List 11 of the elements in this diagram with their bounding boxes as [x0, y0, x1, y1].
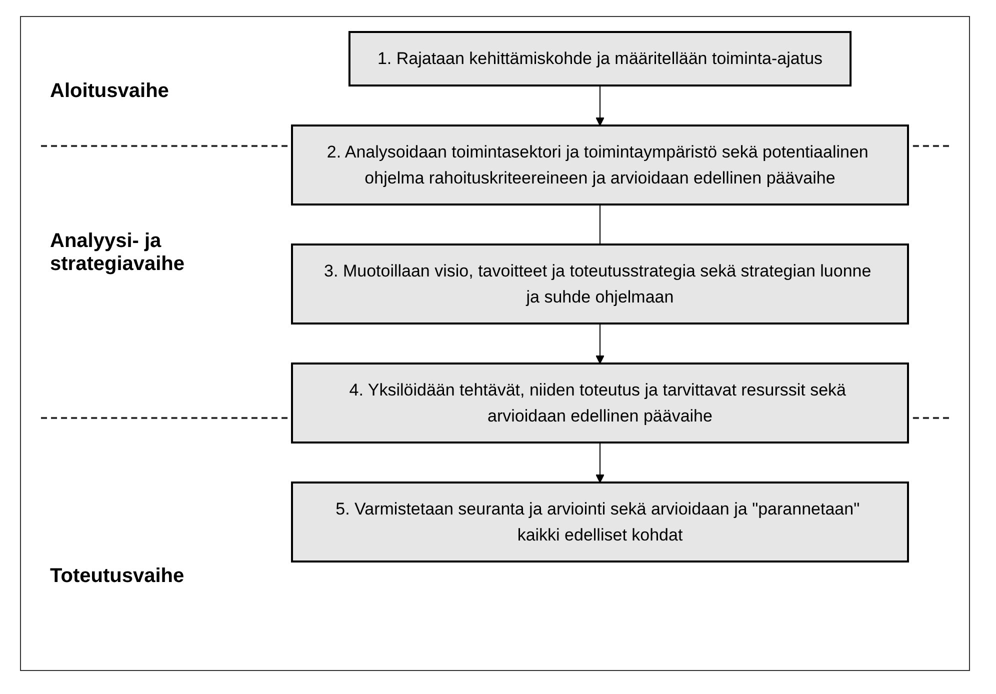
node-box: 1. Rajataan kehittämiskohde ja määritellään toiminta-ajatus — [348, 31, 852, 86]
node-box: 4. Yksilöidään tehtävät, niiden toteutus ja tarvittavat resurssit sekä arvioidaan edellinen päävaihe — [291, 362, 909, 444]
node-box: 3. Muotoillaan visio, tavoitteet ja toteutusstrategia sekä strategian luonne ja suhde ohjelmaan — [291, 244, 909, 324]
arrow — [596, 85, 604, 126]
arrow — [596, 442, 604, 483]
node-box: 5. Varmistetaan seuranta ja arviointi sekä arvioidaan ja "parannetaan" kaikki edelliset kohdat — [291, 482, 909, 562]
phase-label: Analyysi- ja strategiavaihe — [50, 230, 186, 276]
phase-label: Aloitusvaihe — [50, 80, 170, 103]
node-box: 2. Analysoidaan toimintasektori ja toimintaympäristö sekä potentiaalinen ohjelma rahoituskriteereineen ja arvioidaan edellinen päävaihe — [291, 124, 909, 206]
arrow — [596, 323, 604, 364]
phase-label: Toteutusvaihe — [50, 565, 186, 588]
